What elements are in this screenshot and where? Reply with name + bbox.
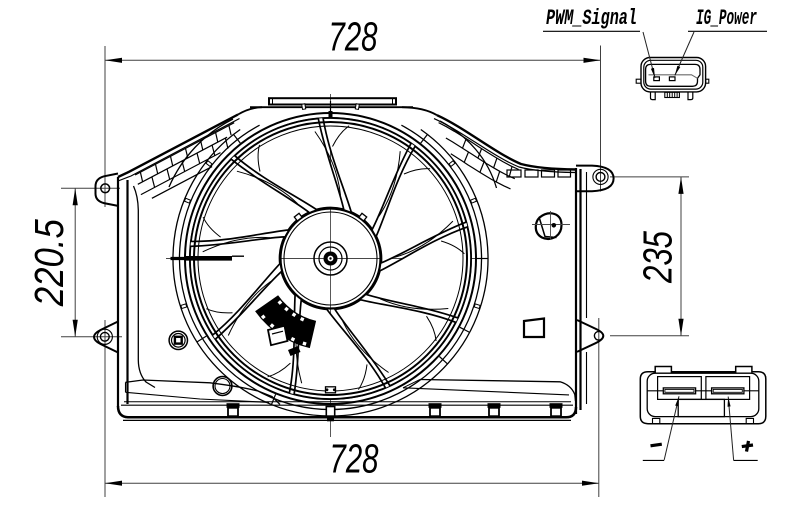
svg-text:PWM_Signal: PWM_Signal xyxy=(546,6,637,31)
svg-text:220.5: 220.5 xyxy=(26,219,72,307)
svg-text:235: 235 xyxy=(635,231,681,284)
svg-text:728: 728 xyxy=(329,14,378,60)
svg-text:IG_Power: IG_Power xyxy=(696,6,757,31)
svg-text:728: 728 xyxy=(330,436,379,482)
